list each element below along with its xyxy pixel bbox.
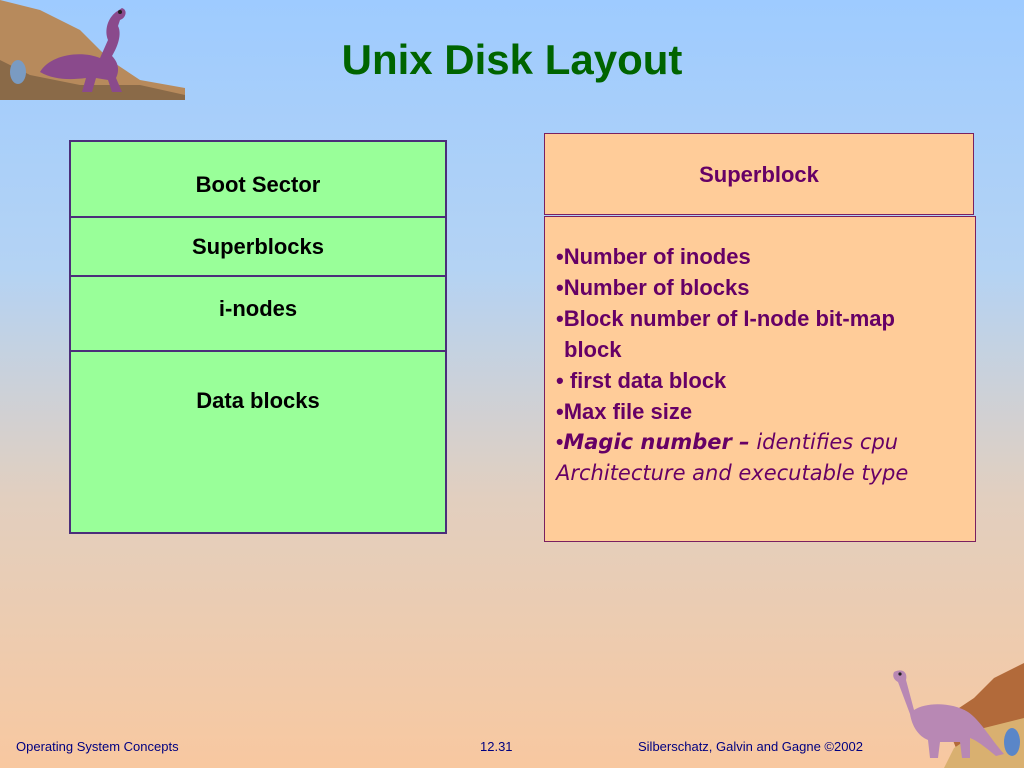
- footer-course-title: Operating System Concepts: [16, 739, 179, 754]
- footer-page-number: 12.31: [480, 739, 513, 754]
- superblock-field-list: •Number of inodes •Number of blocks •Blo…: [556, 241, 965, 489]
- segment-data-blocks: Data blocks: [196, 388, 320, 413]
- list-item: •Number of blocks: [556, 275, 750, 300]
- list-item-continuation: block: [564, 337, 622, 362]
- list-item: •Max file size: [556, 399, 693, 424]
- list-item-magic-number: •Magic number – identifies cpu: [556, 430, 899, 454]
- superblock-header: Superblock: [544, 133, 974, 215]
- superblock-details: •Number of inodes •Number of blocks •Blo…: [544, 216, 976, 542]
- magic-number-term: Magic number –: [563, 430, 750, 454]
- segment-inodes: i-nodes: [218, 296, 298, 321]
- segment-superblocks: Superblocks: [191, 234, 325, 259]
- segment-divider: [71, 275, 445, 277]
- segment-boot-sector: Boot Sector: [195, 172, 321, 197]
- list-item: •Number of inodes: [556, 244, 751, 269]
- segment-divider: [71, 216, 445, 218]
- dinosaur-top-left-icon: [0, 0, 185, 100]
- list-item-magic-number-continued: Architecture and executable type: [556, 461, 909, 485]
- slide-title: Unix Disk Layout: [341, 36, 683, 83]
- dinosaur-bottom-right-icon: [893, 663, 1024, 768]
- disk-layout-diagram: Boot Sector Superblocks i-nodes Data blo…: [69, 140, 447, 534]
- footer-copyright: Silberschatz, Galvin and Gagne ©2002: [638, 739, 863, 754]
- list-item: • first data block: [556, 368, 727, 393]
- magic-number-description: identifies cpu: [749, 430, 899, 454]
- segment-divider: [71, 350, 445, 352]
- list-item: •Block number of I-node bit-map: [556, 306, 895, 331]
